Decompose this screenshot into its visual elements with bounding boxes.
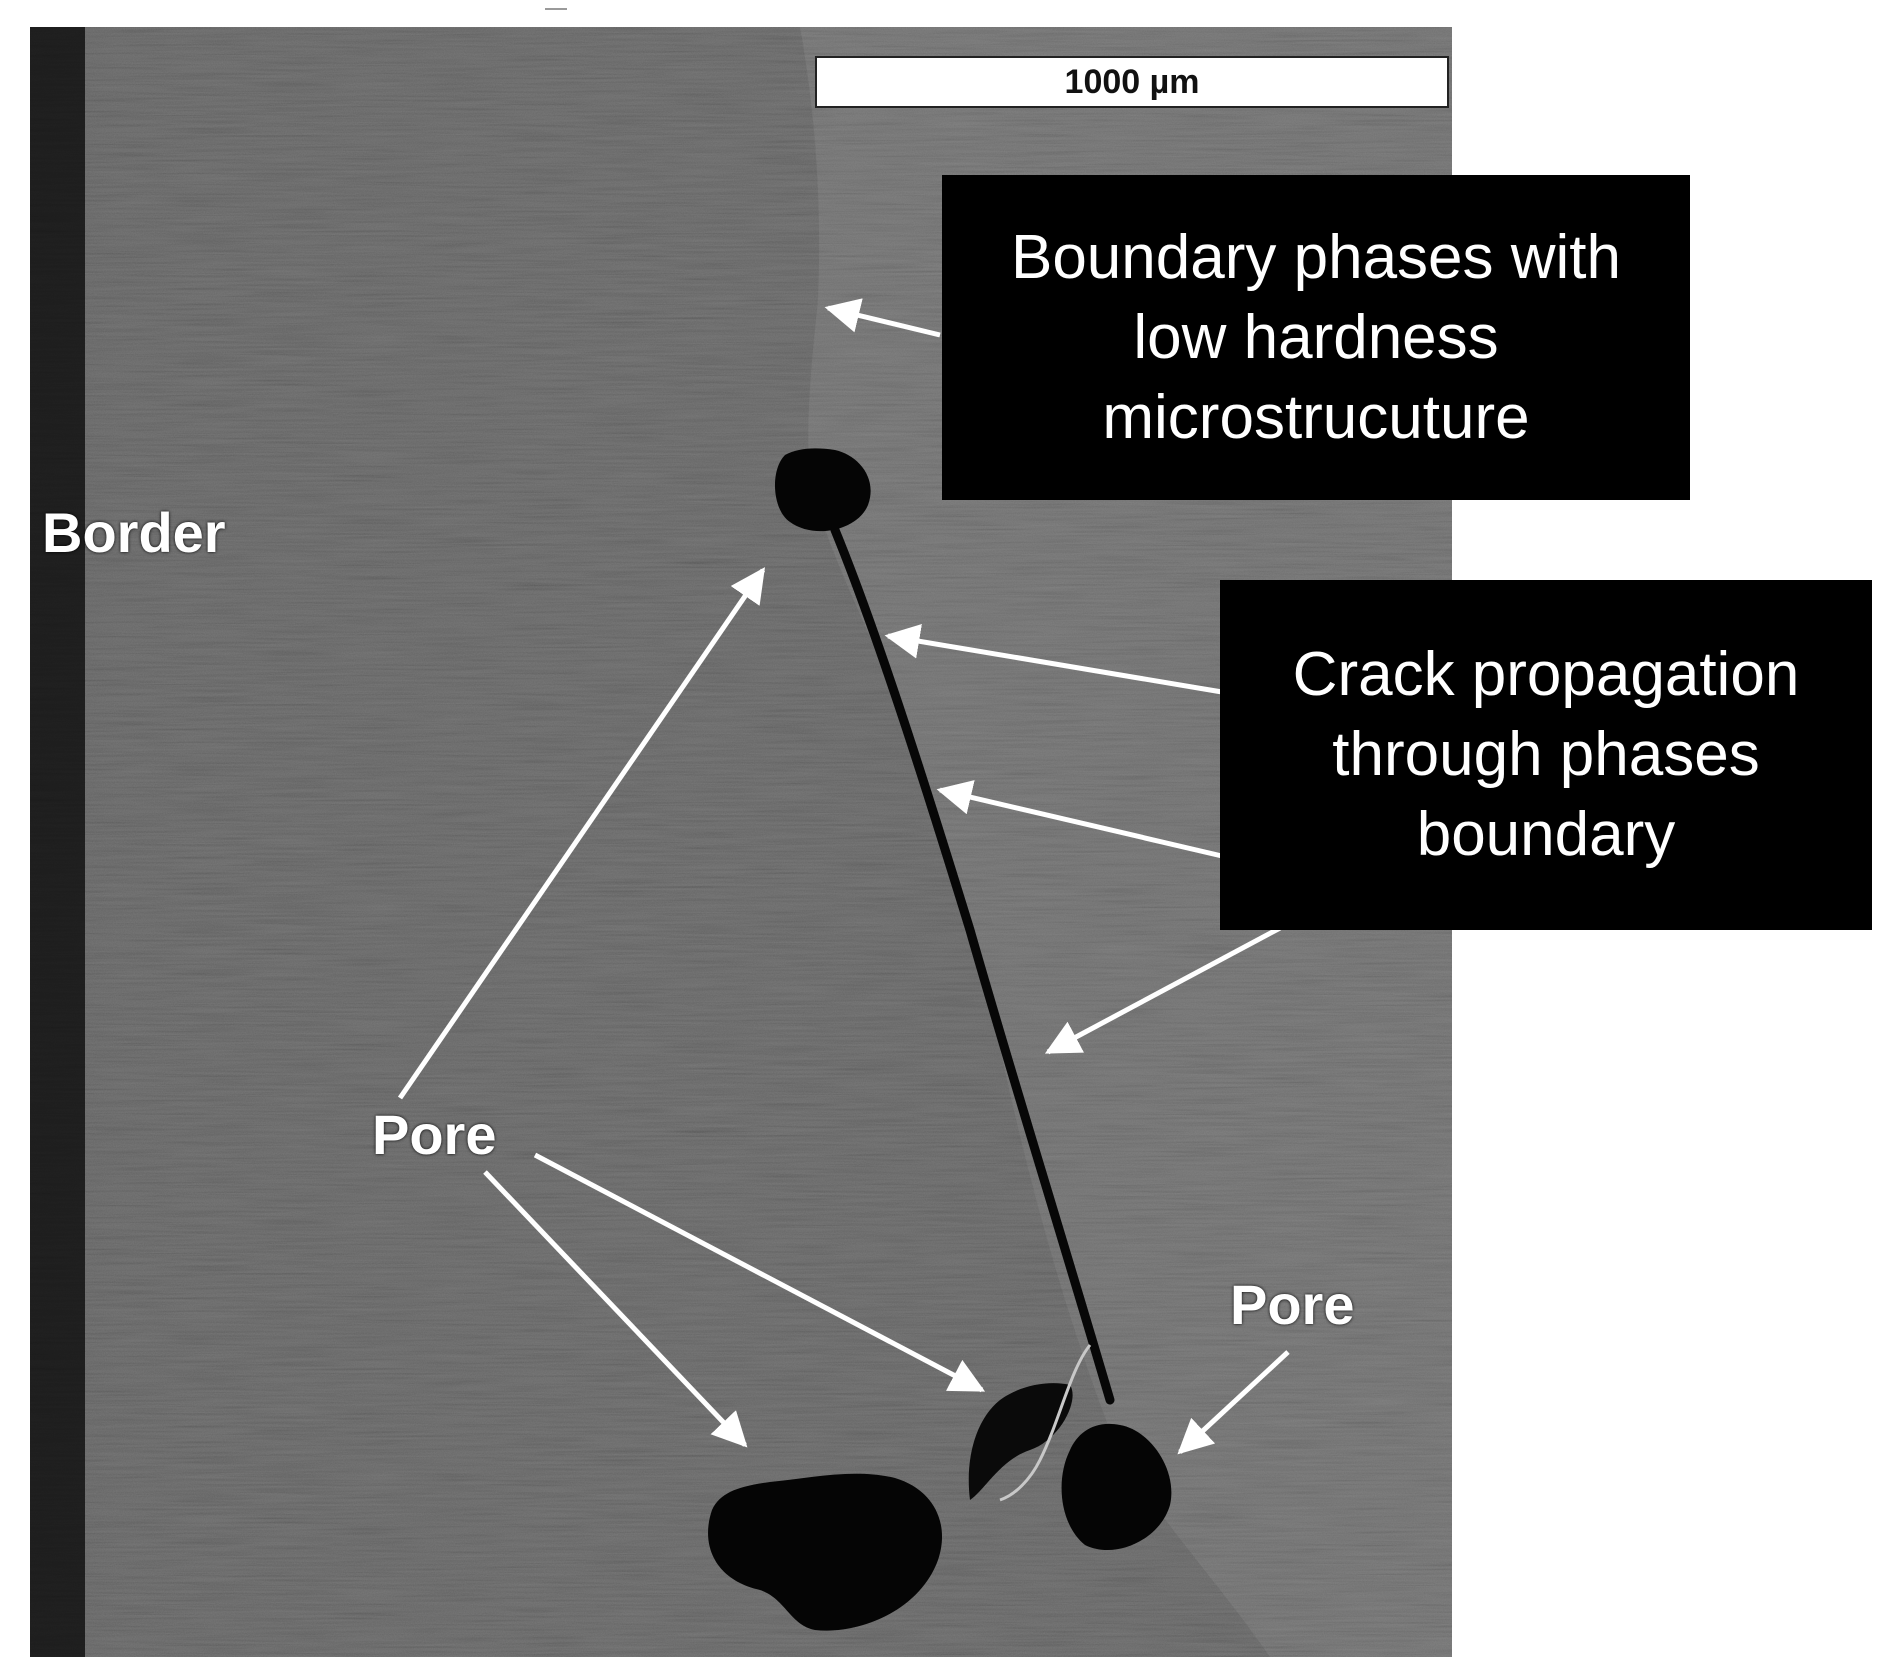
callout-boundary-line-2: low hardness [1133, 302, 1499, 372]
arrow-pore-top [397, 567, 766, 1100]
callout-crack-propagation: Crack propagation through phases boundar… [1220, 580, 1872, 930]
arrow-crack-3 [1044, 925, 1282, 1055]
arrow-boundary [824, 298, 941, 338]
callout-crack-line-2: through phases [1332, 720, 1760, 789]
label-pore-left: Pore [372, 1103, 497, 1166]
arrow-crack-1 [884, 623, 1223, 695]
callout-boundary-phases: Boundary phases with low hardness micros… [942, 175, 1690, 500]
callout-crack-line-1: Crack propagation [1292, 640, 1800, 709]
annotation-arrows [397, 298, 1290, 1455]
arrow-pore-bottom-large [483, 1170, 748, 1448]
scale-bar: 1000 µm [815, 56, 1449, 108]
pore-top [774, 448, 871, 532]
label-pore-right: Pore [1230, 1273, 1355, 1336]
callout-boundary-line-1: Boundary phases with [1010, 222, 1622, 292]
label-border: Border [42, 501, 226, 564]
callout-crack-line-3: boundary [1416, 800, 1676, 869]
arrow-pore-bottom-right [1177, 1350, 1290, 1455]
pore-bottom-middle [968, 1344, 1092, 1502]
callout-boundary-line-3: microstrucuture [1102, 382, 1530, 452]
arrow-pore-bottom-middle [533, 1152, 986, 1393]
pore-bottom-large [708, 1473, 943, 1631]
arrow-crack-2 [936, 780, 1223, 859]
pore-bottom-right [1061, 1423, 1172, 1551]
top-tick-mark [545, 8, 567, 10]
